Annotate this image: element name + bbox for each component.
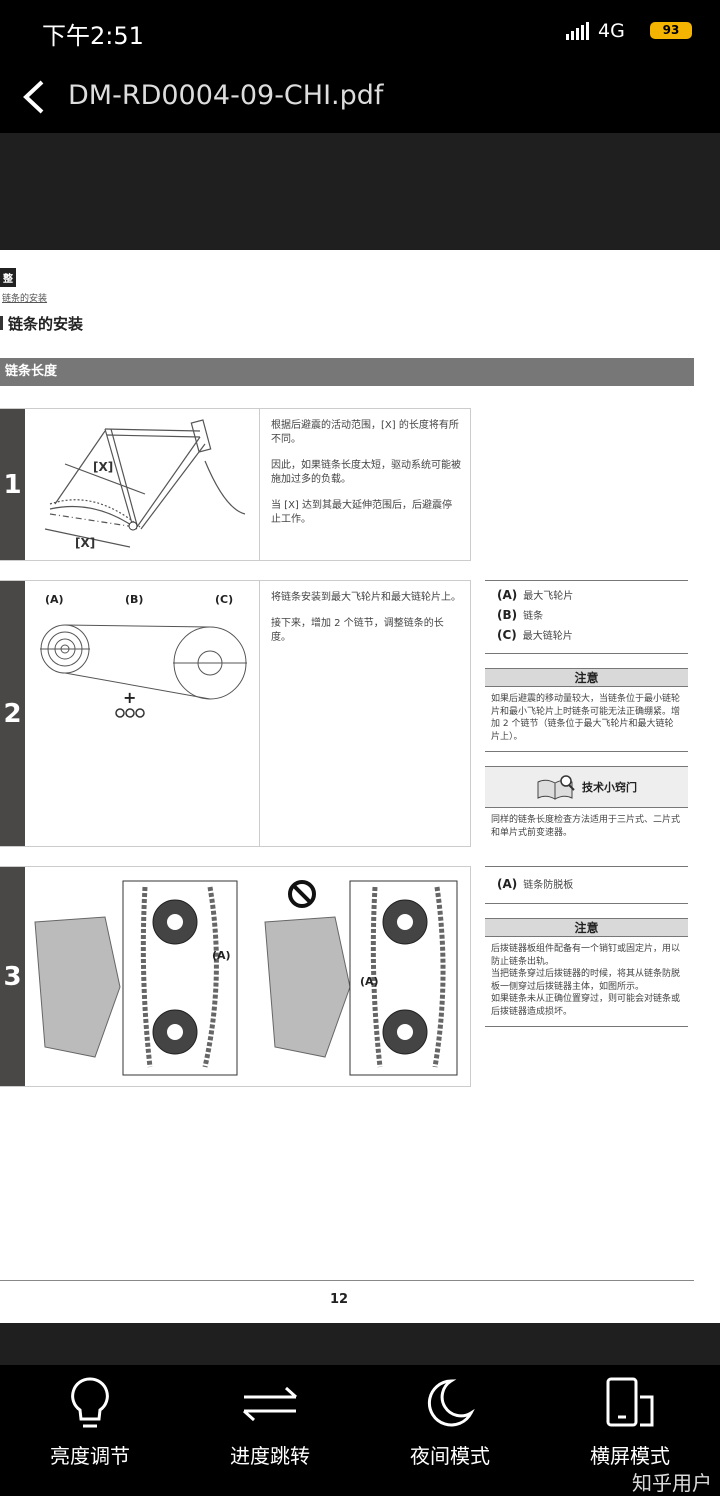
bike-frame-illustration: [X] [X] [44, 419, 246, 550]
legend-item: (B)链条 [497, 608, 544, 622]
chapter-tab: 整 [0, 268, 16, 287]
tip-text: 同样的链条长度检查方法适用于三片式、二片式和单片式前变速器。 [491, 815, 681, 838]
step-3: 3 (A) (A) [0, 866, 471, 1087]
section-bar: 链条长度 [0, 358, 694, 386]
legend-item: (A)链条防脱板 [497, 877, 574, 891]
signal-icon [566, 22, 589, 40]
landscape-mode-button[interactable]: 横屏模式 [540, 1365, 720, 1496]
step-2: 2 (A) (B) (C) + 将链条安装到最大飞轮片和最大链轮片上。 接下来，… [0, 580, 471, 847]
page-number: 12 [330, 1292, 349, 1307]
status-time: 下午2:51 [42, 22, 144, 50]
step-1: 1 [X] [X] 根据后避震的活动范围，[X] 的长度将有所不同。 因此，如果… [0, 408, 471, 561]
step-text: 将链条安装到最大飞轮片和最大链轮片上。 [271, 592, 461, 603]
plus-sign: + [123, 688, 136, 707]
chain-diagram: (A) (B) (C) + [25, 581, 260, 846]
heading-marker [0, 316, 3, 330]
step-number: 2 [0, 581, 25, 846]
top-margin [0, 133, 720, 250]
derailleur-diagram: (A) (A) [25, 867, 470, 1088]
watermark: 知乎用户 [632, 1471, 712, 1495]
bottom-margin [0, 1323, 720, 1365]
bottom-toolbar: 亮度调节 进度跳转 夜间模式 横屏模式 [0, 1365, 720, 1496]
step-number: 1 [0, 409, 25, 560]
step-2-sidebar: (A)最大飞轮片 (B)链条 (C)最大链轮片 注意 如果后避震的移动量较大，当… [485, 580, 688, 847]
sprocket-illustration: (A) (B) (C) + [40, 593, 247, 718]
label-a: (A) [360, 975, 379, 988]
note-text: 如果后避震的移动量较大，当链条位于最小链轮片和最小飞轮片上时链条可能无法正确绷紧… [491, 694, 681, 742]
page-heading: 链条的安装 [8, 315, 84, 333]
note-line: 后拨链器板组件配备有一个销钉或固定片，用以防止链条出轨。 [491, 944, 681, 967]
step-text: 因此，如果链条长度太短，驱动系统可能被施加过多的负载。 [271, 460, 461, 485]
brightness-button[interactable]: 亮度调节 [0, 1365, 180, 1496]
label-b: (B) [125, 593, 143, 606]
battery-indicator: 93 [650, 22, 692, 39]
step-3-sidebar: (A)链条防脱板 注意 后拨链器板组件配备有一个销钉或固定片，用以防止链条出轨。… [485, 866, 688, 1027]
frame-diagram: [X] [X] [25, 409, 260, 560]
step-text: 根据后避震的活动范围，[X] 的长度将有所不同。 [271, 420, 459, 445]
footer-rule [0, 1280, 694, 1281]
document-title: DM-RD0004-09-CHI.pdf [68, 80, 384, 111]
phone-rotate-icon [606, 1377, 654, 1427]
lightbulb-icon [71, 1377, 109, 1428]
legend-item: (A)最大飞轮片 [497, 588, 574, 602]
book-magnifier-icon [537, 775, 575, 800]
moon-icon [427, 1379, 475, 1427]
title-bar: DM-RD0004-09-CHI.pdf [0, 60, 720, 133]
x-label: [X] [75, 536, 95, 550]
progress-jump-button[interactable]: 进度跳转 [180, 1365, 360, 1496]
status-bar: 下午2:51 4G 93 [0, 0, 720, 60]
tip-heading: 技术小窍门 [485, 766, 688, 808]
label-a: (A) [45, 593, 64, 606]
network-type: 4G [598, 20, 625, 42]
chevron-left-icon[interactable] [20, 78, 48, 116]
label-c: (C) [215, 593, 233, 606]
note-line: 如果链条未从正确位置穿过，则可能会对链条或后拨链器造成损坏。 [491, 994, 681, 1017]
note-line: 当把链条穿过后拨链器的时候，将其从链条防脱板一侧穿过后拨链器主体，如图所示。 [491, 969, 681, 992]
derailleur-illustration: (A) (A) [34, 880, 458, 1076]
swap-arrows-icon [242, 1386, 298, 1422]
night-mode-button[interactable]: 夜间模式 [360, 1365, 540, 1496]
step-number: 3 [0, 867, 25, 1086]
breadcrumb[interactable]: 链条的安装 [2, 294, 48, 304]
step-text: 当 [X] 达到其最大延伸范围后，后避震停止工作。 [271, 500, 453, 525]
step-text: 接下来，增加 2 个链节，调整链条的长度。 [271, 618, 444, 643]
note-heading: 注意 [485, 918, 688, 937]
x-label: [X] [93, 460, 113, 474]
label-a: (A) [212, 949, 231, 962]
legend-item: (C)最大链轮片 [497, 628, 573, 642]
prohibited-icon [288, 880, 316, 908]
note-heading: 注意 [485, 668, 688, 687]
